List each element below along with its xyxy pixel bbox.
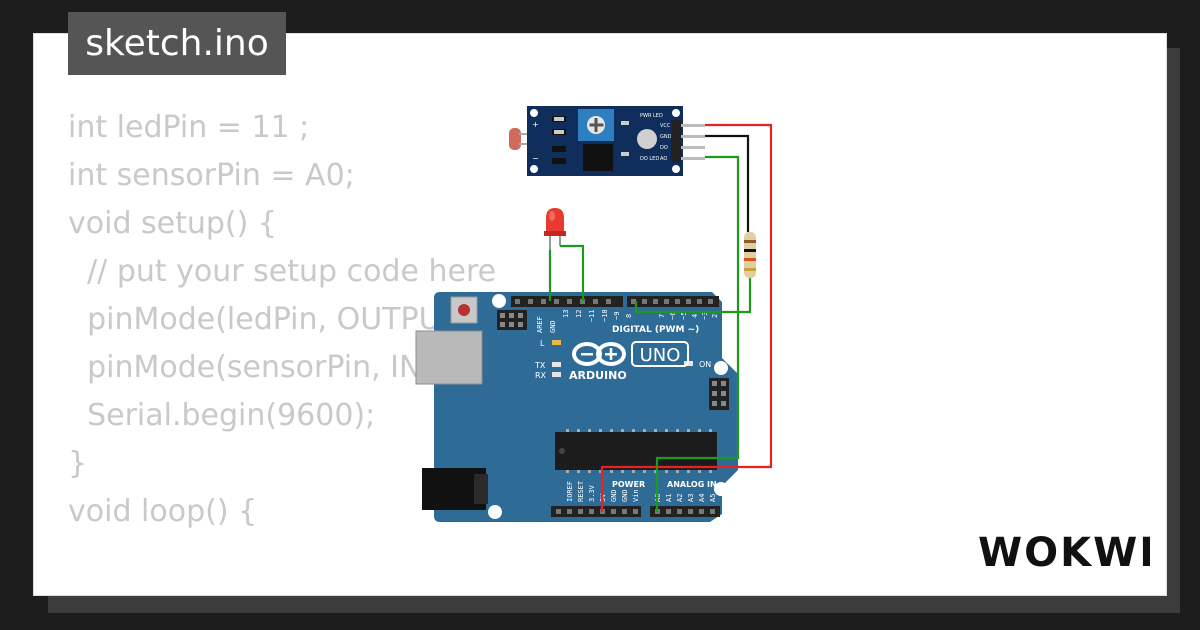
code-line: int ledPin = 11 ; bbox=[68, 110, 310, 145]
led-on-label: ON bbox=[699, 360, 711, 369]
led-tx bbox=[552, 362, 561, 367]
pin-label: ~9 bbox=[613, 312, 621, 320]
led-l bbox=[552, 340, 561, 345]
pin-label: Vin bbox=[632, 489, 640, 502]
pin-label: 2 bbox=[711, 314, 719, 318]
comparator-chip bbox=[583, 144, 613, 171]
pin-label: A2 bbox=[676, 494, 684, 502]
pin-label: GND bbox=[610, 489, 618, 502]
pin-label: GND bbox=[549, 320, 557, 333]
resistor[interactable] bbox=[744, 232, 756, 278]
board-name: UNO bbox=[640, 345, 681, 366]
wire-vcc-red bbox=[600, 123, 773, 512]
icsp-header bbox=[497, 310, 527, 330]
mounting-hole bbox=[488, 505, 502, 519]
pin-label: A4 bbox=[698, 494, 706, 502]
wire-ao-green bbox=[655, 155, 740, 512]
reset-button[interactable] bbox=[450, 296, 478, 324]
pin-label: A3 bbox=[687, 494, 695, 502]
pin-label: ~3 bbox=[701, 312, 709, 320]
svg-text:PWR LED: PWR LED bbox=[640, 113, 663, 119]
digital-header-right bbox=[627, 296, 719, 307]
digital-header-label: DIGITAL (PWM ~) bbox=[612, 325, 699, 335]
arduino-uno-board[interactable]: AREF GND 13 12 ~11 ~10 ~9 8 7 ~6 ~5 4 ~3… bbox=[415, 292, 738, 522]
pin-label: DO bbox=[660, 145, 668, 151]
pin-label: A5 bbox=[709, 494, 717, 502]
wokwi-logo: WOKWI bbox=[978, 530, 1150, 574]
code-line: Serial.begin(9600); bbox=[68, 398, 376, 433]
arduino-infinity-icon bbox=[572, 342, 626, 366]
pin-label: 3.3V bbox=[588, 484, 596, 502]
brand-name: ARDUINO bbox=[569, 369, 627, 382]
red-led[interactable] bbox=[544, 208, 566, 250]
pin-label: GND bbox=[660, 134, 672, 140]
pin-label: VCC bbox=[660, 123, 671, 129]
wire-led-anode-green bbox=[560, 244, 585, 301]
pin-label: 7 bbox=[658, 314, 666, 318]
uno-badge bbox=[631, 341, 689, 367]
atmega-chip bbox=[555, 432, 717, 470]
pin-label: AO bbox=[660, 156, 667, 162]
wire-resistor-green bbox=[634, 278, 752, 314]
svg-text:−: − bbox=[532, 154, 539, 163]
pin-label: IOREF bbox=[566, 481, 574, 502]
pwr-led bbox=[637, 129, 657, 149]
pin-label: ~10 bbox=[601, 309, 609, 322]
photoresistor-icon bbox=[509, 128, 521, 150]
svg-text:+: + bbox=[532, 120, 539, 129]
mounting-hole bbox=[714, 361, 728, 375]
code-line: // put your setup code here bbox=[68, 254, 497, 289]
led-l-label: L bbox=[540, 339, 545, 348]
analog-header bbox=[650, 506, 720, 517]
code-line: int sensorPin = A0; bbox=[68, 158, 355, 193]
photoresistor-sensor-module[interactable]: + − PWR LED DO LED VCC GND DO AO bbox=[509, 106, 705, 176]
pin-label: AREF bbox=[536, 316, 544, 333]
analog-header-label: ANALOG IN bbox=[667, 480, 717, 489]
code-preview: int ledPin = 11 ; int sensorPin = A0; void… bbox=[68, 104, 502, 536]
pin-label: ~5 bbox=[680, 312, 688, 320]
wire-gnd-black bbox=[705, 134, 750, 232]
pin-label: A1 bbox=[665, 494, 673, 502]
code-line: void loop() { bbox=[68, 494, 258, 529]
pin-label: 8 bbox=[625, 314, 633, 318]
icsp-header-right bbox=[709, 378, 729, 410]
pin-label: ~11 bbox=[588, 309, 596, 322]
led-rx-label: RX bbox=[535, 371, 547, 380]
power-header bbox=[551, 506, 641, 517]
led-rx bbox=[552, 372, 561, 377]
pin-label: 4 bbox=[691, 314, 699, 318]
mounting-hole bbox=[714, 482, 728, 496]
mounting-hole bbox=[492, 294, 506, 308]
code-line: } bbox=[68, 446, 88, 481]
led-tx-label: TX bbox=[534, 361, 546, 370]
pin-label: 12 bbox=[575, 310, 583, 318]
usb-connector bbox=[415, 330, 483, 385]
file-tab[interactable]: sketch.ino bbox=[68, 12, 286, 75]
pin-label: RESET bbox=[577, 480, 585, 502]
logo-text: WOKWI bbox=[978, 530, 1150, 574]
pin-label: ~6 bbox=[669, 312, 677, 320]
pin-label: 13 bbox=[562, 310, 570, 318]
code-line: void setup() { bbox=[68, 206, 277, 241]
svg-text:DO LED: DO LED bbox=[640, 156, 659, 162]
power-header-label: POWER bbox=[612, 480, 645, 489]
pin-label: GND bbox=[621, 489, 629, 502]
